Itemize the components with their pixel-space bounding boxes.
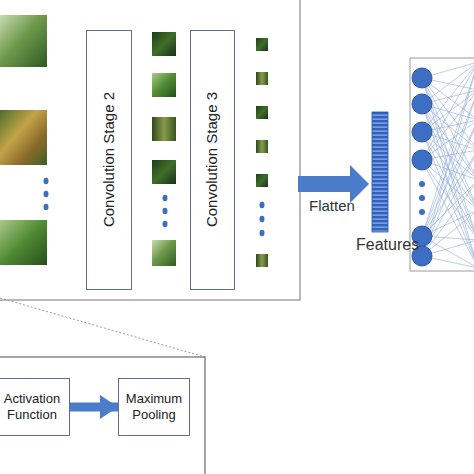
- ellipsis-dot: [260, 216, 265, 222]
- feature-map: [256, 38, 268, 51]
- neuron: [412, 68, 432, 88]
- feature-map: [152, 240, 176, 266]
- flow-arrow: [70, 403, 118, 412]
- network-connection: [422, 180, 474, 236]
- ellipsis-dot: [44, 191, 49, 197]
- zoom-line: [0, 298, 205, 357]
- feature-map: [152, 73, 176, 97]
- node-label: Convolution Stage 3: [203, 92, 222, 227]
- node-label: Maximum Pooling: [119, 391, 189, 424]
- convolution-stage: Convolution Stage 3: [190, 30, 235, 290]
- activation-box: Activation Function: [0, 378, 70, 436]
- feature-map: [256, 140, 268, 153]
- input-image: [0, 220, 47, 265]
- ellipsis-dot: [419, 195, 425, 201]
- feature-map: [152, 160, 176, 184]
- features-label: Features: [356, 236, 419, 254]
- network-frame: [410, 58, 474, 271]
- feature-map: [256, 106, 268, 119]
- ellipsis-dot: [163, 208, 168, 214]
- pooling-box: Maximum Pooling: [118, 378, 190, 436]
- input-image: [0, 15, 47, 67]
- network-connection: [422, 132, 474, 268]
- ellipsis-dot: [163, 195, 168, 201]
- feature-map: [256, 254, 268, 267]
- feature-vector: [372, 112, 388, 232]
- ellipsis-dot: [419, 181, 425, 187]
- feature-extraction-frame: [0, 0, 300, 300]
- neuron: [412, 122, 432, 142]
- node-label: Activation Function: [0, 391, 69, 424]
- input-image: [0, 110, 47, 165]
- ellipsis-dot: [260, 230, 265, 236]
- ellipsis-dot: [419, 209, 425, 215]
- ellipsis-dot: [44, 178, 49, 184]
- feature-map: [152, 32, 176, 56]
- feature-map: [152, 117, 176, 141]
- feature-map: [256, 174, 268, 187]
- network-connection: [422, 180, 474, 256]
- ellipsis-dot: [163, 221, 168, 227]
- neuron: [412, 150, 432, 170]
- feature-map: [256, 72, 268, 85]
- ellipsis-dot: [44, 204, 49, 210]
- neuron: [412, 94, 432, 114]
- flatten-label: Flatten: [309, 197, 355, 214]
- ellipsis-dot: [260, 202, 265, 208]
- convolution-stage: Convolution Stage 2: [86, 30, 132, 290]
- node-label: Convolution Stage 2: [100, 92, 119, 227]
